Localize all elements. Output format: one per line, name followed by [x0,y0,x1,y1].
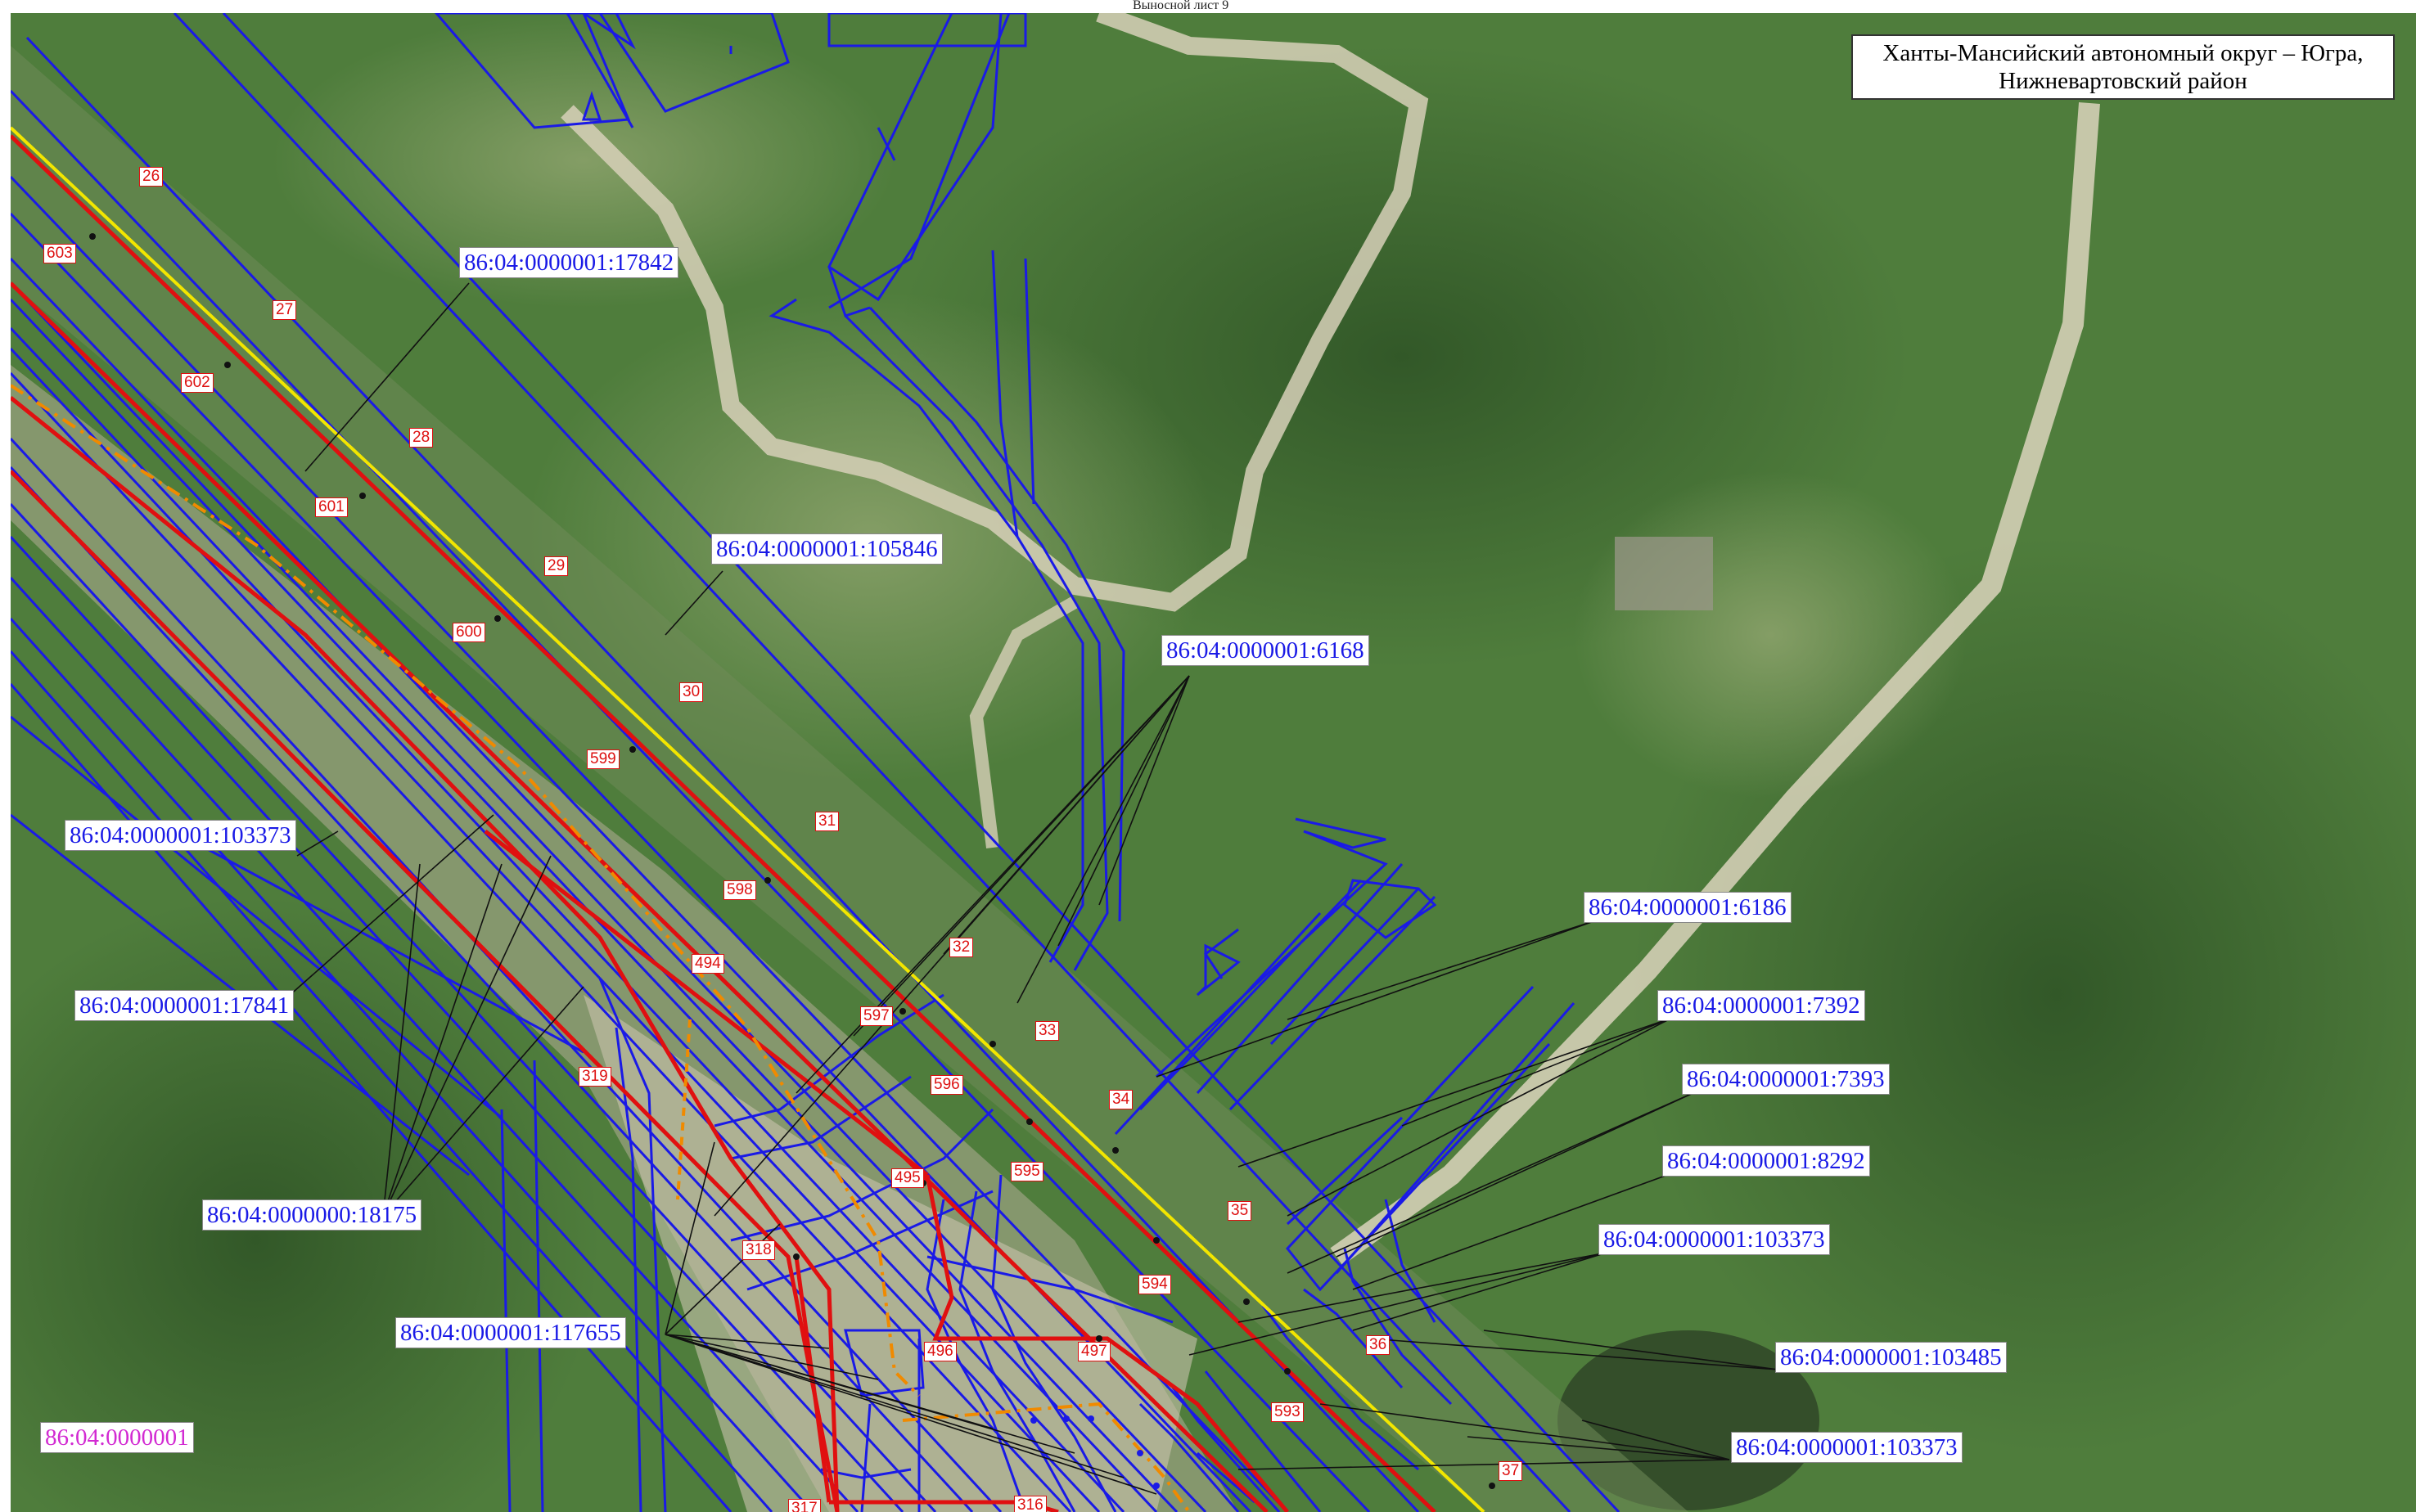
map-graphics [11,13,2416,1512]
lower-right-parcel-boundaries [1114,817,1575,1512]
point-label: 495 [891,1168,924,1188]
point-label: 497 [1078,1342,1111,1361]
region-title-box: Ханты-Мансийский автономный округ – Югра… [1851,34,2395,100]
upper-parcel-boundaries [435,13,1125,971]
point-label: 602 [181,373,214,393]
pipeline-axis-line [11,126,1485,1512]
parcel-label-8292[interactable]: 86:04:0000001:8292 [1662,1145,1870,1177]
leader-lines [280,282,1779,1495]
parcel-label-103485[interactable]: 86:04:0000001:103485 [1775,1342,2007,1373]
parcel-label-103373-left[interactable]: 86:04:0000001:103373 [65,820,296,851]
dash-dot-line-short [676,1019,692,1200]
point-label: 26 [139,167,164,187]
dash-dot-line [11,384,921,1397]
parcel-label-17842[interactable]: 86:04:0000001:17842 [459,247,679,278]
region-line-1: Ханты-Мансийский автономный округ – Югра… [1882,40,2364,66]
point-label: 29 [544,556,569,576]
parcel-label-6168[interactable]: 86:04:0000001:6168 [1161,635,1369,666]
point-label: 603 [43,244,76,263]
parcel-label-7393[interactable]: 86:04:0000001:7393 [1682,1064,1890,1095]
point-label: 598 [723,880,756,900]
point-label: 35 [1228,1201,1252,1221]
region-line-2: Нижневартовский район [1999,68,2247,94]
pad-points [1030,1415,1160,1489]
point-label: 30 [679,682,704,702]
dash-dot-line-pad [902,1402,1191,1512]
parcel-label-6186[interactable]: 86:04:0000001:6186 [1584,892,1792,923]
point-label: 32 [949,938,974,957]
parcel-label-103373-bottom[interactable]: 86:04:0000001:103373 [1731,1432,1963,1463]
point-label: 593 [1271,1402,1304,1422]
point-label: 27 [273,300,297,320]
point-label: 601 [315,497,348,517]
point-label: 31 [815,812,840,831]
parcel-label-18175[interactable]: 86:04:0000000:18175 [202,1199,422,1231]
cadastral-map[interactable]: 26 27 28 29 30 31 32 33 34 35 36 37 603 … [11,13,2416,1512]
parcel-label-17841[interactable]: 86:04:0000001:17841 [74,990,295,1021]
point-label: 28 [409,428,434,448]
parcel-label-117655[interactable]: 86:04:0000001:117655 [395,1317,626,1348]
point-label: 594 [1138,1275,1171,1294]
point-label: 317 [788,1499,821,1512]
point-label: 494 [692,954,724,974]
point-label: 596 [931,1075,963,1095]
point-label: 33 [1035,1021,1060,1041]
pad-parcel-boundaries [714,993,1174,1512]
parcel-label-103373-right[interactable]: 86:04:0000001:103373 [1598,1224,1830,1255]
point-label: 595 [1011,1162,1043,1181]
point-label: 34 [1109,1090,1134,1109]
sheet-title: Выносной лист 9 [1133,0,1229,12]
point-label: 316 [1014,1496,1047,1512]
point-label: 36 [1366,1335,1391,1355]
parcel-label-105846[interactable]: 86:04:0000001:105846 [711,533,943,565]
cadastral-quarter-label[interactable]: 86:04:0000001 [40,1422,194,1453]
parcel-label-7392[interactable]: 86:04:0000001:7392 [1657,990,1865,1021]
point-label: 599 [587,749,620,769]
point-label: 318 [742,1240,775,1260]
point-label: 600 [453,623,485,642]
point-label: 37 [1499,1461,1523,1481]
point-label: 319 [579,1067,611,1087]
point-label: 597 [860,1006,893,1026]
point-label: 496 [924,1342,957,1361]
